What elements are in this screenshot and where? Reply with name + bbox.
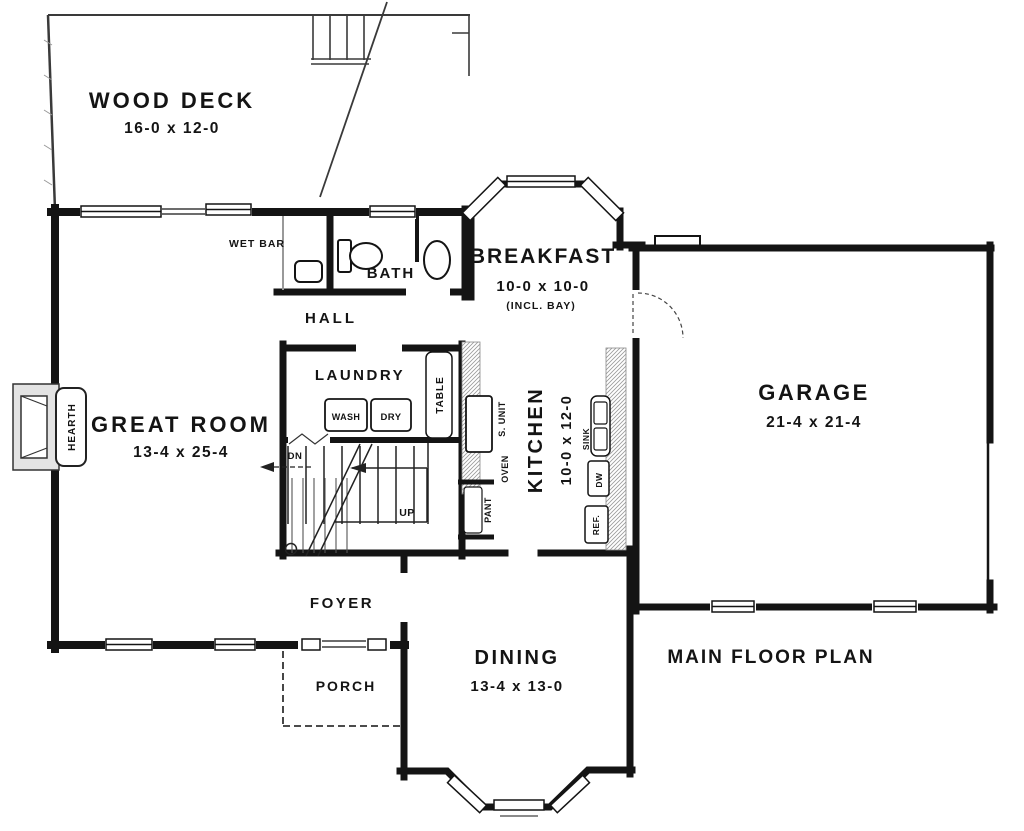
room-label-foyer: FOYER: [310, 595, 374, 612]
bifold-door: [288, 433, 329, 445]
porch-outline: [282, 651, 402, 727]
table-slab: [425, 351, 453, 439]
label-pantry: PANT: [483, 497, 493, 523]
staircase: [260, 443, 429, 557]
room-label-kitchen: KITCHEN: [525, 387, 547, 493]
fireplace: [12, 383, 87, 471]
room-label-bath: BATH: [367, 265, 416, 282]
wood-deck-outline: [43, 1, 470, 211]
room-label-porch: PORCH: [316, 678, 377, 694]
room-dims-kitchen: 10-0 x 12-0: [559, 395, 575, 486]
label-washer: WASH: [332, 412, 361, 422]
refrigerator-box: [584, 505, 609, 544]
room-label-wood-deck: WOOD DECK: [89, 88, 255, 113]
label-stairs-down: DN: [288, 451, 303, 462]
kitchen-counters: [458, 341, 627, 551]
label-stairs-up: UP: [399, 507, 415, 519]
windows: [80, 175, 917, 817]
sink-fixture: [590, 395, 611, 457]
label-table: TABLE: [435, 376, 446, 414]
room-note-breakfast: (INCL. BAY): [506, 300, 576, 312]
room-label-breakfast: BREAKFAST: [470, 245, 616, 268]
label-dryer: DRY: [381, 412, 402, 423]
label-dishwasher: DW: [594, 472, 604, 488]
toilet-fixture: [337, 239, 383, 273]
bath-sink-fixture: [423, 240, 451, 280]
dryer-box: [370, 398, 412, 432]
label-refrigerator: REF.: [591, 515, 601, 535]
oven-box: [465, 395, 493, 453]
laundry-fixtures: [288, 351, 453, 445]
dishwasher-box: [587, 460, 610, 497]
room-label-laundry: LAUNDRY: [315, 367, 405, 384]
label-wet-bar: WET BAR: [229, 238, 285, 250]
deck-stairs: [311, 15, 371, 65]
room-dims-great-room: 13-4 x 25-4: [133, 444, 229, 461]
room-label-garage: GARAGE: [758, 380, 870, 405]
label-oven: OVEN: [500, 455, 510, 483]
label-hearth: HEARTH: [67, 403, 78, 451]
pantry-closet: [458, 479, 494, 540]
room-label-great-room: GREAT ROOM: [91, 412, 271, 437]
washer-box: [324, 398, 368, 432]
room-label-hall: HALL: [305, 310, 357, 327]
drawing-title: MAIN FLOOR PLAN: [667, 647, 874, 668]
room-dims-breakfast: 10-0 x 10-0: [496, 278, 589, 295]
room-label-dining: DINING: [475, 647, 560, 669]
room-dims-garage: 21-4 x 21-4: [766, 414, 862, 431]
label-surface-unit: S. UNIT: [497, 401, 507, 437]
garage-door-swing: [632, 292, 684, 339]
room-dims-dining: 13-4 x 13-0: [470, 678, 563, 695]
room-dims-wood-deck: 16-0 x 12-0: [124, 120, 220, 137]
label-sink: SINK: [581, 427, 591, 450]
wet-bar-sink-fixture: [294, 260, 323, 283]
